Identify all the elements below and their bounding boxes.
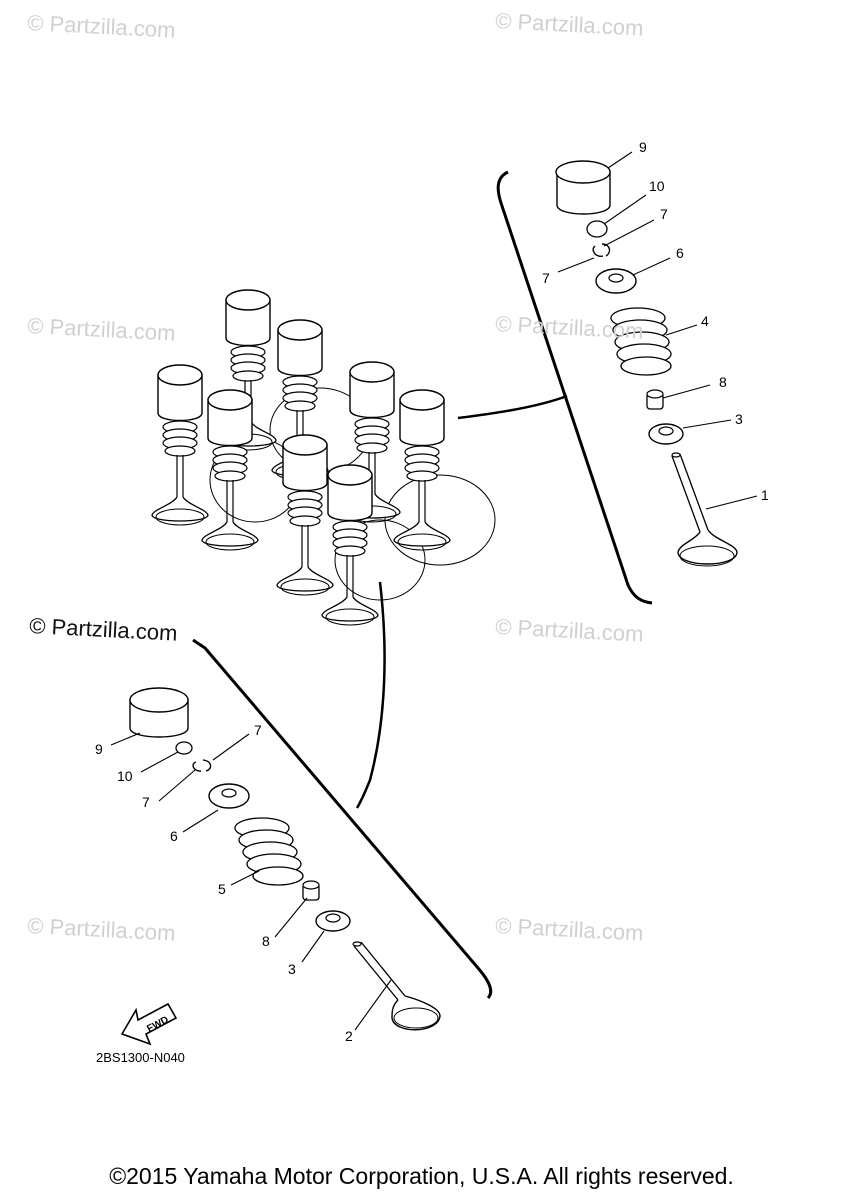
callout-8-upper: 8 <box>719 374 727 390</box>
upper-callouts: 9 10 7 7 6 4 8 3 1 <box>542 139 769 503</box>
lower-bracket <box>192 581 493 1000</box>
callout-9-lower: 9 <box>95 741 103 757</box>
lower-callouts: 9 7 10 7 6 5 8 3 2 <box>95 722 353 1044</box>
retainer-6-lower <box>208 783 250 809</box>
cotter-7-lower <box>192 759 212 772</box>
spring-5-lower <box>234 817 304 886</box>
callout-6-lower: 6 <box>170 828 178 844</box>
retainer-6-upper <box>595 268 637 294</box>
callout-7b-upper: 7 <box>542 270 550 286</box>
fwd-arrow-icon: FWD <box>120 1002 178 1046</box>
lower-leader-lines <box>110 732 392 1031</box>
callout-3-upper: 3 <box>735 411 743 427</box>
callout-10-lower: 10 <box>117 768 133 784</box>
tappet-9-lower <box>129 687 189 738</box>
callout-8-lower: 8 <box>262 933 270 949</box>
callout-9-upper: 9 <box>639 139 647 155</box>
callout-3-lower: 3 <box>288 961 296 977</box>
tappet-9-upper <box>555 160 611 215</box>
seat-3-lower <box>315 910 351 932</box>
valve-2-exhaust <box>352 941 441 1031</box>
spring-4-upper <box>610 307 672 376</box>
callout-7a-lower: 7 <box>254 722 262 738</box>
seal-8-lower <box>302 880 320 901</box>
valve-cluster <box>151 289 496 626</box>
lower-exploded-parts <box>129 687 441 1031</box>
callout-5-lower: 5 <box>218 881 226 897</box>
callout-7b-lower: 7 <box>142 794 150 810</box>
callout-10-upper: 10 <box>649 178 665 194</box>
seat-3-upper <box>648 423 684 445</box>
shim-10-upper <box>586 220 608 238</box>
callout-7a-upper: 7 <box>660 206 668 222</box>
cotter-7-upper <box>592 243 611 258</box>
upper-bracket <box>457 170 653 605</box>
copyright-notice: ©2015 Yamaha Motor Corporation, U.S.A. A… <box>109 1163 734 1189</box>
callout-6-upper: 6 <box>676 245 684 261</box>
upper-leader-lines <box>557 151 758 510</box>
callout-2-lower: 2 <box>345 1028 353 1044</box>
valve-1-intake <box>671 452 738 567</box>
seal-8-upper <box>646 389 664 410</box>
callout-1-upper: 1 <box>761 487 769 503</box>
shim-10-lower <box>175 741 193 755</box>
upper-exploded-parts <box>555 160 738 567</box>
reference-code: 2BS1300-N040 <box>96 1050 185 1065</box>
callout-4-upper: 4 <box>701 313 709 329</box>
